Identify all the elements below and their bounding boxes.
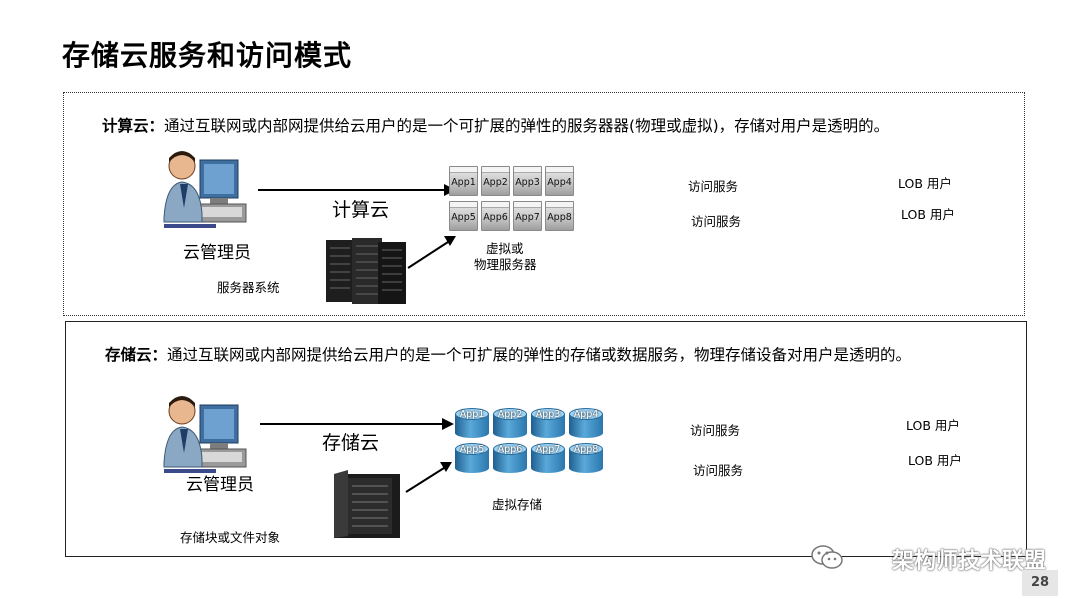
storage-cloud-panel xyxy=(65,321,1027,557)
admin-person-icon xyxy=(163,151,247,228)
storage-array-icon xyxy=(334,470,400,538)
admin-person-icon xyxy=(163,396,247,473)
storage-cloud-description: 存储云：通过互联网或内部网提供给云用户的是一个可扩展的弹性的存储或数据服务，物理… xyxy=(105,344,1010,366)
storage-cloud-text: 通过互联网或内部网提供给云用户的是一个可扩展的弹性的存储或数据服务，物理存储设备… xyxy=(167,346,912,364)
storage-disk-icon: App3 xyxy=(531,408,565,438)
storage-disk-icon: App1 xyxy=(455,408,489,438)
storage-disk-icon: App2 xyxy=(493,408,527,438)
arrow-up-right-icon xyxy=(405,462,452,493)
compute-cloud-panel xyxy=(63,92,1025,316)
server-app-icon: App1 xyxy=(449,166,478,196)
page-title: 存储云服务和访问模式 xyxy=(62,39,353,72)
storage-lob-user-2: LOB 用户 xyxy=(908,453,962,468)
servers-system-label: 服务器系统 xyxy=(217,280,280,295)
compute-pool-label-2: 物理服务器 xyxy=(474,257,537,272)
server-app-icon: App5 xyxy=(449,201,478,231)
storage-disk-icon: App4 xyxy=(569,408,603,438)
storage-disk-icon: App5 xyxy=(455,443,489,473)
compute-cloud-description: 计算云：通过互联网或内部网提供给云用户的是一个可扩展的弹性的服务器器(物理或虚拟… xyxy=(102,115,1012,137)
compute-cloud-heading: 计算云： xyxy=(102,117,165,135)
arrow-up-right-icon xyxy=(407,236,456,269)
storage-cloud-heading: 存储云： xyxy=(105,346,168,364)
compute-pool-label-1: 虚拟或 xyxy=(486,241,524,256)
compute-access-service-2: 访问服务 xyxy=(691,214,742,229)
storage-objects-label: 存储块或文件对象 xyxy=(180,530,281,545)
page-number: 28 xyxy=(1022,570,1058,596)
storage-arrow-label: 存储云 xyxy=(322,432,380,454)
server-app-icon: App8 xyxy=(545,201,574,231)
compute-admin-label: 云管理员 xyxy=(183,243,251,263)
storage-app-grid: App1 App2 App3 App4 App5 App6 App7 App8 xyxy=(455,408,603,473)
storage-lob-user-1: LOB 用户 xyxy=(906,418,960,433)
storage-admin-label: 云管理员 xyxy=(186,475,254,495)
compute-arrow-label: 计算云 xyxy=(332,199,390,221)
storage-access-service-2: 访问服务 xyxy=(693,463,744,478)
storage-disk-icon: App8 xyxy=(569,443,603,473)
compute-access-service-1: 访问服务 xyxy=(688,179,739,194)
storage-disk-icon: App7 xyxy=(531,443,565,473)
server-app-icon: App7 xyxy=(513,201,542,231)
compute-lob-user-2: LOB 用户 xyxy=(901,207,955,222)
watermark-text: 架构师技术联盟 xyxy=(891,549,1046,574)
server-app-icon: App6 xyxy=(481,201,510,231)
wechat-logo-icon xyxy=(811,545,843,569)
compute-lob-user-1: LOB 用户 xyxy=(898,176,952,191)
storage-disk-icon: App6 xyxy=(493,443,527,473)
storage-pool-label: 虚拟存储 xyxy=(492,497,543,512)
server-rack-icon xyxy=(326,238,406,304)
compute-cloud-text: 通过互联网或内部网提供给云用户的是一个可扩展的弹性的服务器器(物理或虚拟)，存储… xyxy=(164,117,890,135)
compute-app-grid: App1 App2 App3 App4 App5 App6 App7 App8 xyxy=(449,166,574,231)
storage-access-service-1: 访问服务 xyxy=(690,423,741,438)
server-app-icon: App3 xyxy=(513,166,542,196)
server-app-icon: App2 xyxy=(481,166,510,196)
arrow-right-icon xyxy=(260,418,454,430)
server-app-icon: App4 xyxy=(545,166,574,196)
